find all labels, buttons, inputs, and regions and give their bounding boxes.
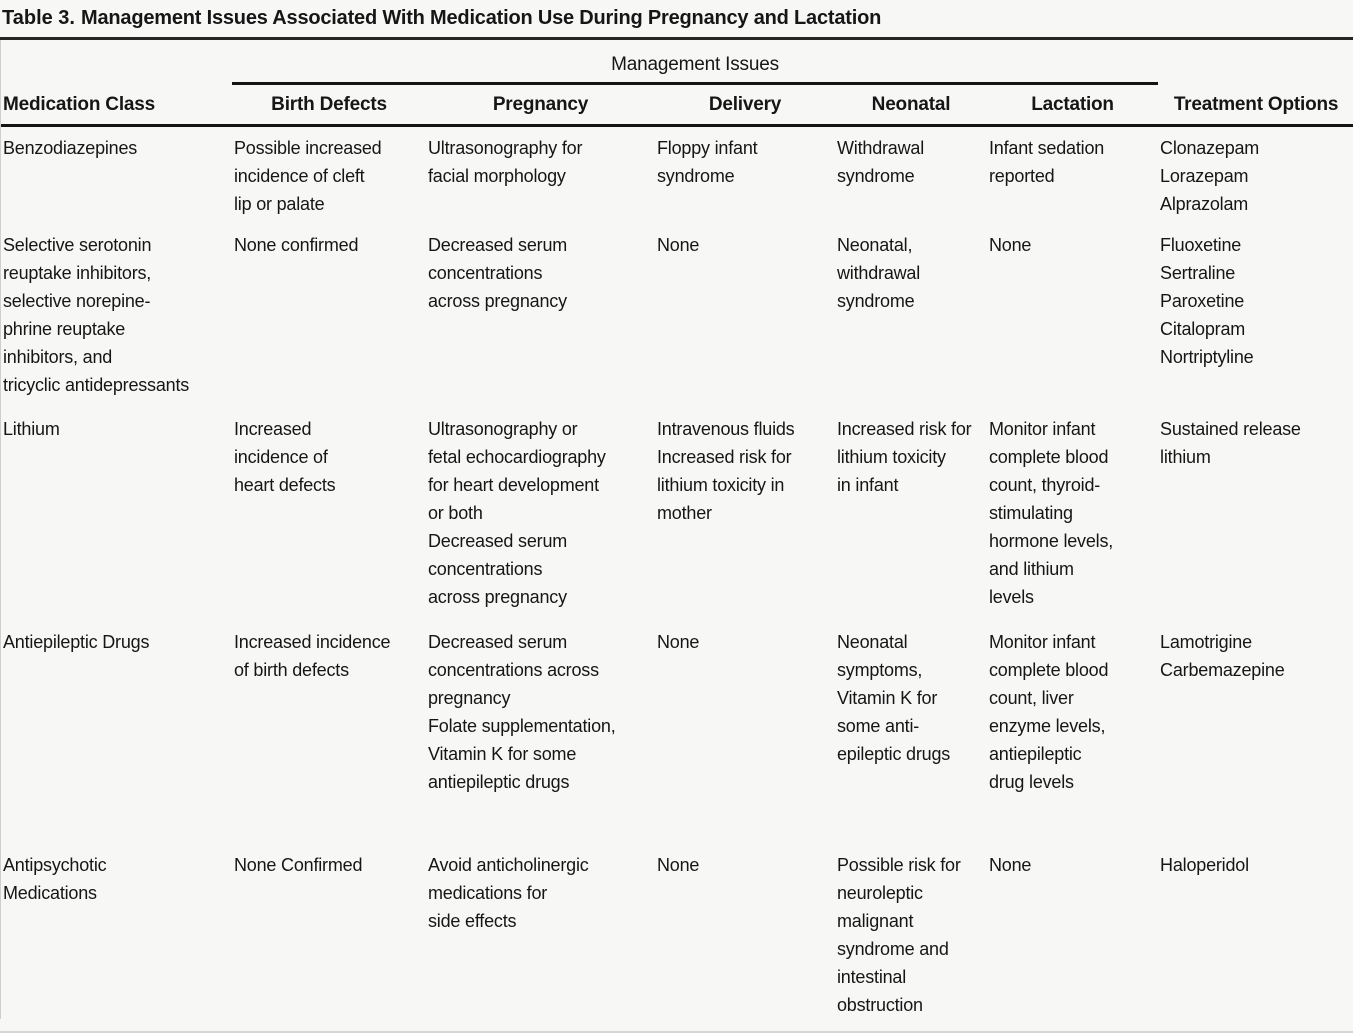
cell-medication-class: Antipsychotic Medications: [3, 854, 107, 903]
col-header-medication-class: Medication Class: [1, 83, 232, 127]
table-row-ssri-snri-tca: Selective serotonin reuptake inhibitors,…: [1, 224, 1353, 408]
cell-lactation: Infant sedation reported: [989, 138, 1105, 186]
cell-lactation: None: [989, 234, 1032, 255]
group-header-spacer-left: [1, 40, 232, 84]
col-header-treatment-options: Treatment Options: [1158, 83, 1353, 127]
table-body: Benzodiazepines Possible increased incid…: [1, 126, 1353, 1019]
cell-delivery: None: [657, 631, 700, 652]
col-header-pregnancy: Pregnancy: [426, 83, 655, 127]
cell-birth-defects: None Confirmed: [234, 854, 363, 875]
col-header-delivery: Delivery: [655, 83, 835, 127]
table-title-text: Management Issues Associated With Medica…: [81, 7, 882, 29]
table-number-label: Table 3.: [2, 7, 75, 29]
group-header-management-issues: Management Issues: [232, 40, 1159, 85]
col-header-lactation: Lactation: [987, 83, 1159, 127]
table-head: Management Issues Medication Class Birth…: [1, 40, 1353, 127]
cell-delivery: Intravenous fluids Increased risk for li…: [657, 418, 795, 523]
cell-birth-defects: Increased incidence of birth defects: [234, 631, 391, 680]
cell-birth-defects: None confirmed: [234, 234, 359, 255]
cell-pregnancy: Decreased serum concentrations across pr…: [428, 631, 616, 792]
cell-medication-class: Selective serotonin reuptake inhibitors,…: [3, 234, 190, 395]
cell-lactation: Monitor infant complete blood count, thy…: [989, 418, 1114, 607]
table-row-antipsychotic-medications: Antipsychotic Medications None Confirmed…: [1, 844, 1353, 1019]
group-header-spacer-right: [1158, 40, 1353, 84]
cell-neonatal: Neonatal, withdrawal syndrome: [837, 234, 921, 311]
cell-neonatal: Increased risk for lithium toxicity in i…: [837, 418, 972, 495]
cell-medication-class: Antiepileptic Drugs: [3, 631, 150, 652]
cell-neonatal: Possible risk for neuroleptic malignant …: [837, 854, 961, 1015]
table-row-lithium: Lithium Increased incidence of heart def…: [1, 408, 1353, 621]
group-header-row: Management Issues: [1, 40, 1353, 85]
cell-birth-defects: Increased incidence of heart defects: [234, 418, 336, 495]
cell-delivery: None: [657, 234, 700, 255]
cell-pregnancy: Ultrasonography for facial morphology: [428, 138, 583, 186]
col-header-neonatal: Neonatal: [835, 83, 987, 127]
cell-neonatal: Neonatal symptoms, Vitamin K for some an…: [837, 631, 951, 764]
medication-management-table: Management Issues Medication Class Birth…: [1, 40, 1353, 1019]
cell-pregnancy: Decreased serum concentrations across pr…: [428, 234, 568, 311]
cell-delivery: Floppy infant syndrome: [657, 138, 758, 186]
cell-treatment-options: Sustained release lithium: [1160, 418, 1301, 467]
col-header-birth-defects: Birth Defects: [232, 83, 426, 127]
cell-medication-class: Lithium: [3, 418, 60, 439]
cell-birth-defects: Possible increased incidence of cleft li…: [234, 138, 382, 214]
cell-delivery: None: [657, 854, 700, 875]
cell-neonatal: Withdrawal syndrome: [837, 138, 925, 186]
table-row-benzodiazepines: Benzodiazepines Possible increased incid…: [1, 126, 1353, 224]
cell-treatment-options: Haloperidol: [1160, 854, 1249, 875]
cell-pregnancy: Avoid anticholinergic medications for si…: [428, 854, 589, 931]
cell-treatment-options: Fluoxetine Sertraline Paroxetine Citalop…: [1160, 234, 1254, 367]
cell-pregnancy: Ultrasonography or fetal echocardiograph…: [428, 418, 606, 607]
table-row-antiepileptic-drugs: Antiepileptic Drugs Increased incidence …: [1, 621, 1353, 844]
table-container: Management Issues Medication Class Birth…: [0, 40, 1353, 1019]
cell-lactation: None: [989, 854, 1032, 875]
page-title: Table 3. Management Issues Associated Wit…: [0, 0, 1353, 40]
cell-lactation: Monitor infant complete blood count, liv…: [989, 631, 1109, 792]
cell-treatment-options: Clonazepam Lorazepam Alprazolam: [1160, 138, 1260, 214]
cell-treatment-options: Lamotrigine Carbemazepine: [1160, 631, 1285, 680]
column-header-row: Medication Class Birth Defects Pregnancy…: [1, 83, 1353, 127]
cell-medication-class: Benzodiazepines: [3, 138, 138, 158]
